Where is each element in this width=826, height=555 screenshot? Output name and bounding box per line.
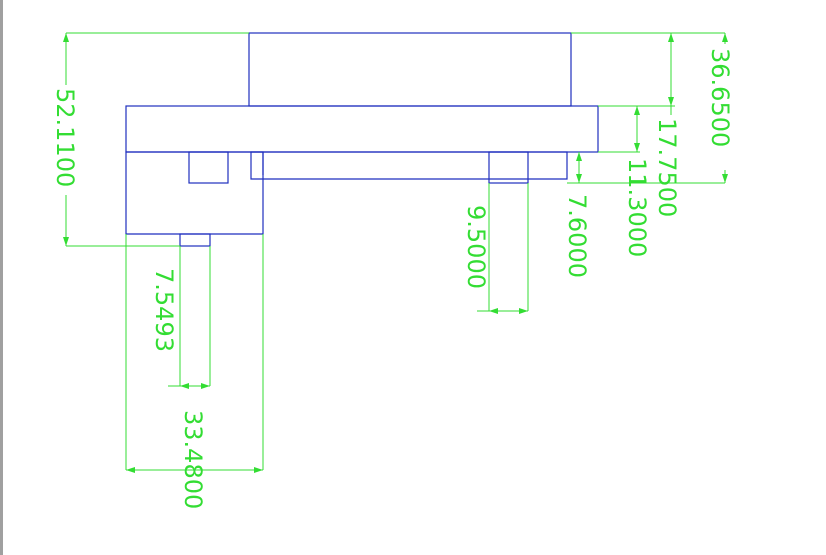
viewport-edge bbox=[0, 0, 3, 555]
part-geometry bbox=[125, 32, 599, 247]
dim-36-6500-label: 36.6500 bbox=[706, 48, 734, 147]
dim-17-7500-label: 17.7500 bbox=[653, 118, 681, 217]
dim-9-5000-label: 9.5000 bbox=[462, 205, 490, 289]
top-block bbox=[248, 32, 572, 107]
left-slot bbox=[188, 151, 229, 184]
dim-7-5493-label: 7.5493 bbox=[150, 268, 178, 352]
left-body bbox=[125, 151, 264, 235]
bottom-tab bbox=[179, 233, 211, 247]
right-channel bbox=[250, 151, 568, 180]
dim-33-4800-label: 33.4800 bbox=[179, 410, 207, 509]
middle-plate bbox=[125, 105, 599, 153]
dim-7-6000-label: 7.6000 bbox=[563, 194, 591, 278]
dim-52-1100-label: 52.1100 bbox=[51, 88, 79, 187]
dim-11-3000-label: 11.3000 bbox=[623, 158, 651, 257]
dimension-labels: 52.1100 36.6500 17.7500 11.3000 7.6000 9… bbox=[51, 48, 734, 509]
right-slot bbox=[488, 151, 529, 184]
dimension-lines bbox=[63, 32, 728, 473]
